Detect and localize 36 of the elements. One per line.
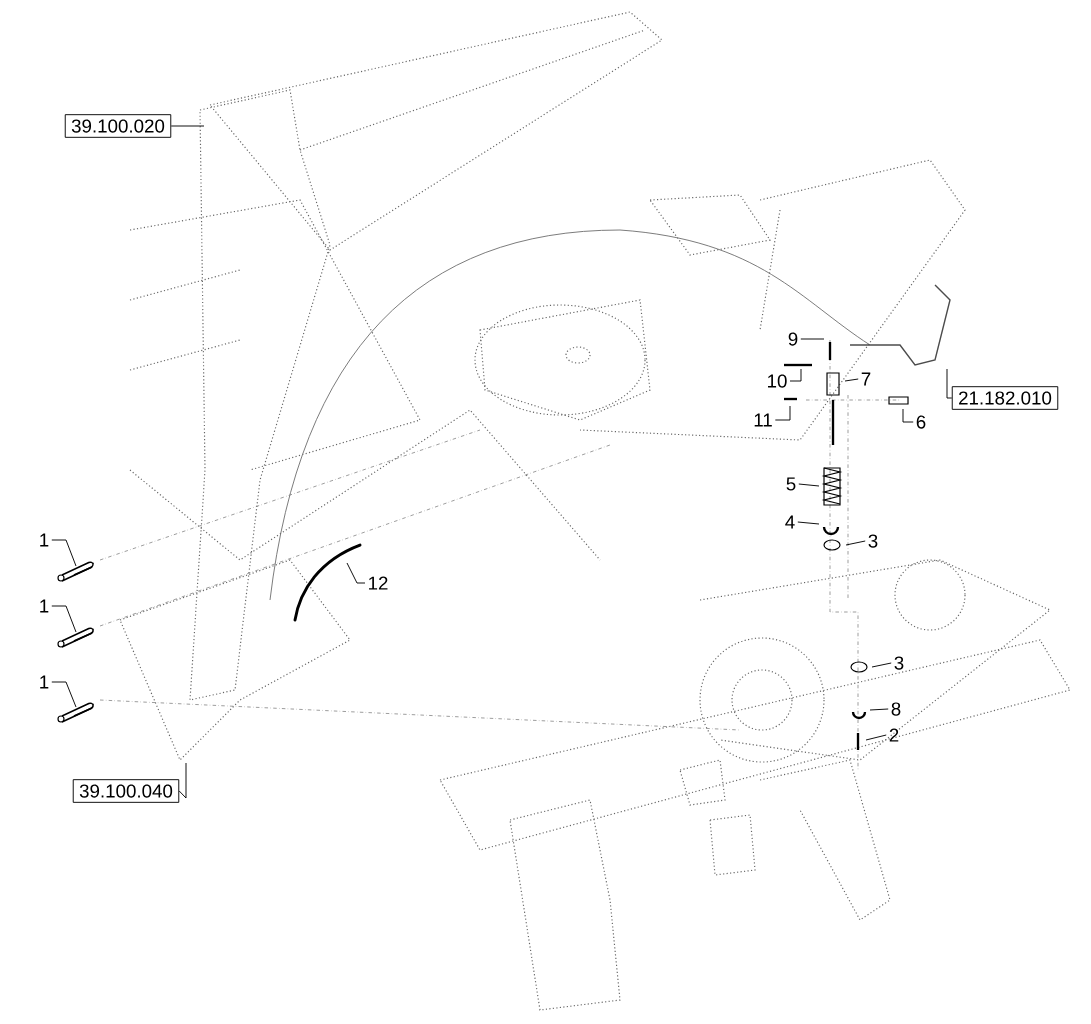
callout-number: 9 — [788, 332, 798, 346]
callout-number: 7 — [861, 372, 871, 386]
leader-line — [844, 378, 859, 382]
callout-number: 10 — [768, 374, 787, 388]
leader-line — [789, 368, 802, 382]
leader-line — [346, 562, 366, 584]
callout-number: 1 — [40, 533, 49, 547]
leader-line — [178, 762, 187, 799]
leader-line — [871, 662, 892, 668]
leader-line — [946, 368, 953, 399]
leader-line — [51, 539, 77, 567]
callout-number: 1 — [40, 599, 49, 613]
leader-line — [865, 734, 887, 741]
leader-line — [800, 338, 825, 340]
callout-number: 12 — [369, 576, 388, 590]
reference-box: 39.100.040 — [72, 779, 180, 803]
callout-number: 6 — [916, 415, 926, 429]
leader-line — [774, 405, 791, 421]
reference-box: 21.182.010 — [951, 386, 1059, 410]
callout-number: 11 — [754, 413, 772, 427]
reference-box: 39.100.020 — [64, 114, 172, 138]
leader-line — [902, 408, 914, 423]
leader-line — [869, 708, 889, 711]
leader-line — [51, 605, 77, 633]
callout-number: 2 — [889, 728, 899, 742]
leader-line — [797, 521, 820, 525]
callout-number: 5 — [786, 477, 796, 491]
leader-line — [845, 540, 866, 546]
leader-line — [51, 681, 77, 708]
leader-line — [170, 125, 205, 127]
callout-number: 3 — [868, 534, 878, 548]
callout-number: 1 — [40, 675, 49, 689]
callout-number: 3 — [894, 656, 904, 670]
callout-number: 8 — [891, 702, 901, 716]
leader-line — [798, 483, 820, 487]
callout-number: 4 — [785, 515, 795, 529]
